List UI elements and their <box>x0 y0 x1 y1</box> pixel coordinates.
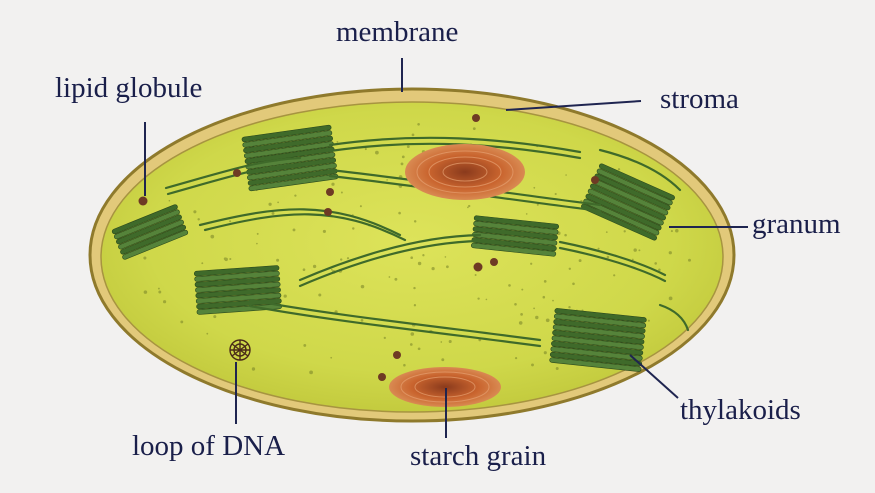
label-stroma: stroma <box>660 85 739 114</box>
label-thylakoids: thylakoids <box>680 396 801 425</box>
label-membrane: membrane <box>336 18 458 47</box>
dna-loop <box>230 340 250 360</box>
label-starch-grain: starch grain <box>410 442 546 471</box>
label-lipid-globule: lipid globule <box>55 74 202 103</box>
label-loop-of-dna: loop of DNA <box>132 432 285 461</box>
starch-grain-upper <box>405 144 525 200</box>
label-granum: granum <box>752 210 841 239</box>
